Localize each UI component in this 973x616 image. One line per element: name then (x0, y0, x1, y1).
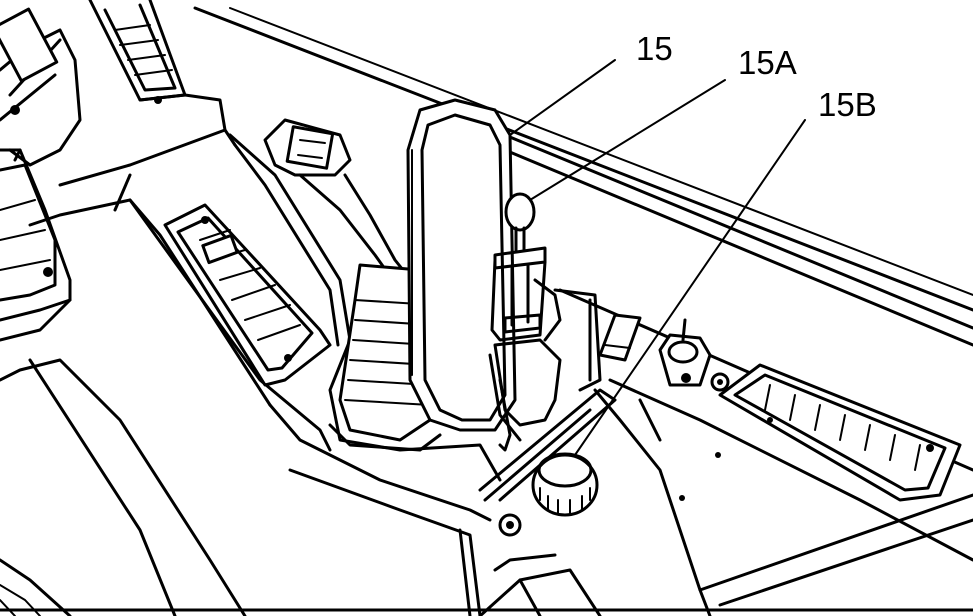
knob-15b (478, 388, 617, 537)
upper-vent (88, 0, 227, 132)
control-lever-15 (406, 98, 517, 452)
leader-lines (509, 59, 806, 456)
switch-panel (553, 288, 730, 392)
callout-15: 15 (636, 30, 673, 67)
right-vent (718, 363, 962, 502)
floor-panel (478, 378, 973, 616)
left-frame (0, 7, 82, 322)
console-top (228, 133, 502, 616)
callout-15a: 15A (738, 44, 797, 81)
leader-line-15b (574, 119, 806, 456)
knob-15a (488, 192, 562, 442)
leader-line-15a (529, 79, 726, 201)
side-vent (163, 203, 332, 387)
callout-15b: 15B (818, 86, 877, 123)
dashboard-panel (193, 6, 973, 472)
console-wall (0, 128, 332, 616)
leader-line-15 (509, 59, 616, 136)
